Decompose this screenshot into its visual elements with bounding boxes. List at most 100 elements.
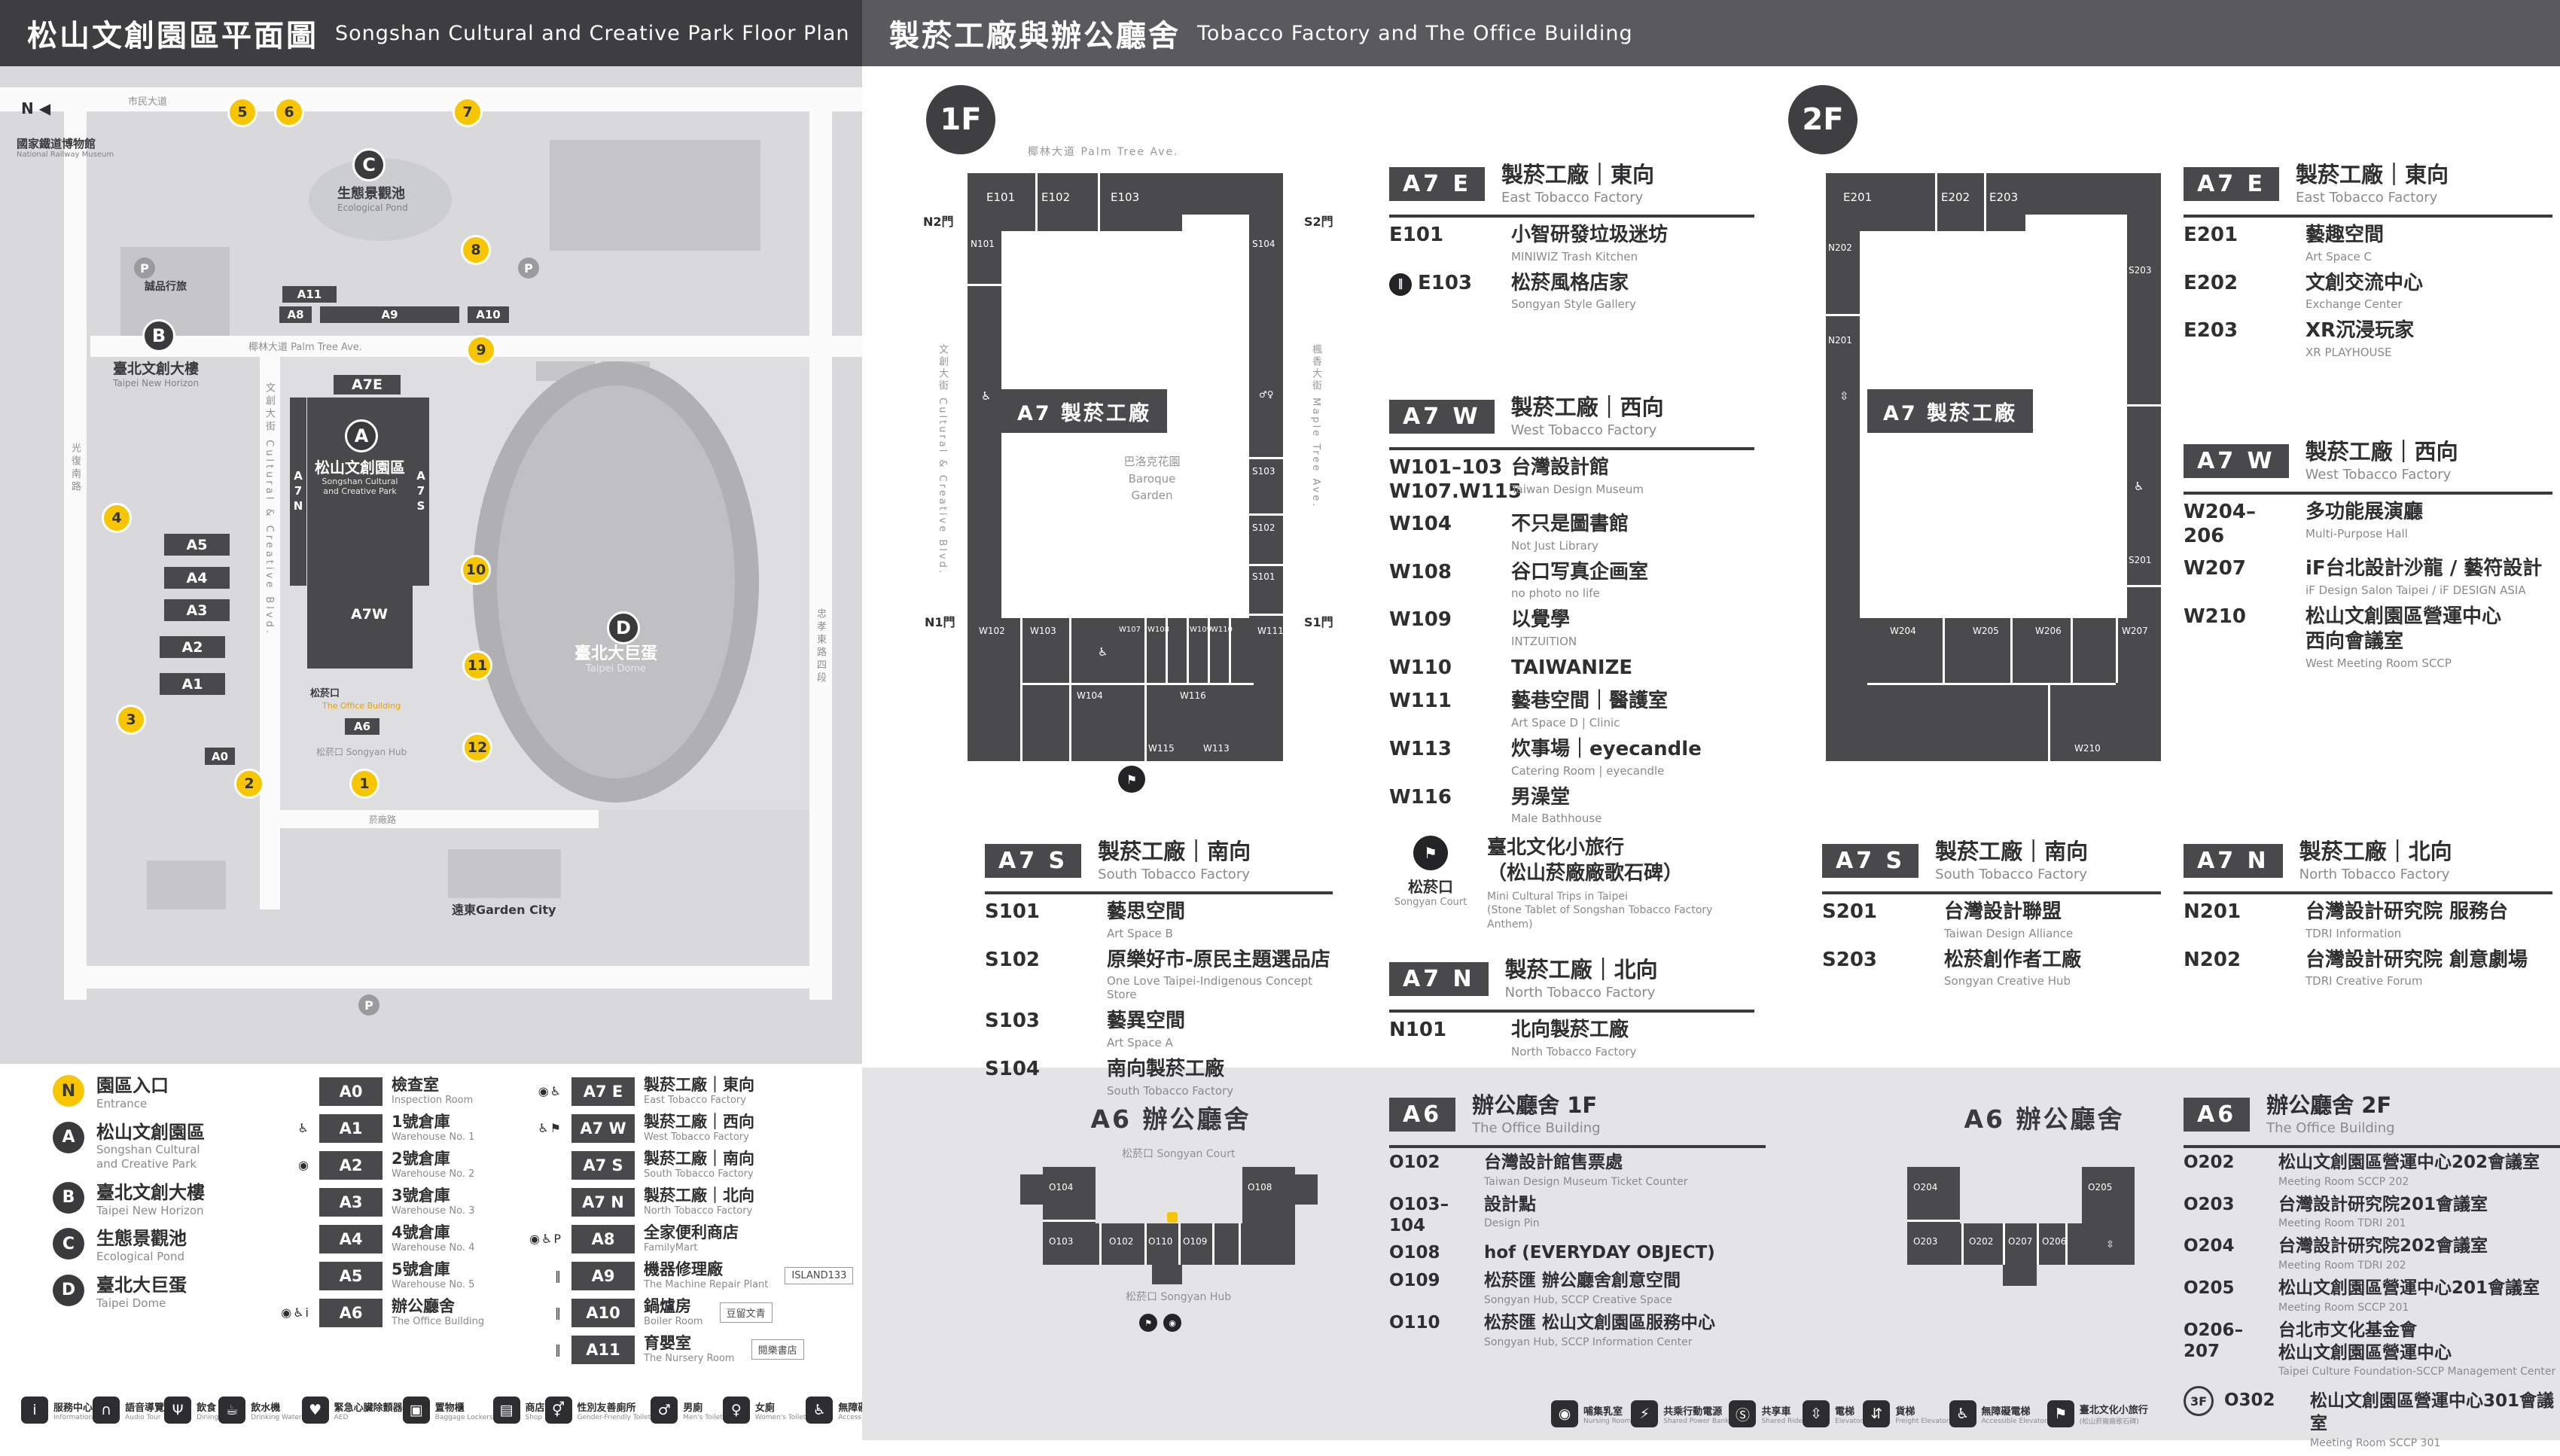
building-en: The Machine Repair Plant <box>644 1278 769 1290</box>
room-name-en: Taipei Culture Foundation-SCCP Managemen… <box>2278 1366 2556 1378</box>
building-code-chip: A6 <box>319 1298 382 1327</box>
room-name-zh: 松山文創園區營運中心201會議室 <box>2278 1278 2540 1298</box>
building-code-chip: A2 <box>319 1150 382 1180</box>
wall-line <box>2116 618 2118 683</box>
building-zh: 鍋爐房 <box>644 1296 691 1315</box>
building-a10: A10 <box>468 306 509 323</box>
wall-line <box>1098 173 1100 231</box>
room-code: W109 <box>1389 608 1452 632</box>
building-zh: 3號倉庫 <box>392 1186 450 1205</box>
wall-line <box>1867 683 2116 685</box>
building-code-chip: A7 S <box>571 1150 635 1180</box>
a6-floorplan-1f: A6 辦公廳舍 松菸口 Songyan Court O104 O103 O102… <box>975 1092 1367 1393</box>
building-en: Warehouse No. 3 <box>392 1205 475 1217</box>
baroque-garden-label: 巴洛克花園 Baroque Garden <box>1123 455 1181 502</box>
building-en: Warehouse No. 5 <box>392 1278 475 1290</box>
street-yanchang-rd <box>260 810 599 828</box>
room-code: S101 <box>985 900 1040 923</box>
room-name-en: Taiwan Design Museum <box>1511 482 1644 496</box>
building-zh: 5號倉庫 <box>392 1260 450 1278</box>
room-code: S102 <box>985 948 1040 971</box>
building-a7e: A7E <box>334 375 401 394</box>
building-zh: 4號倉庫 <box>392 1223 450 1241</box>
wall-line <box>2010 618 2013 683</box>
room-w205: W205 <box>1973 626 1999 636</box>
room-code: O202 <box>2184 1152 2235 1172</box>
wall-line <box>1961 1223 1964 1265</box>
room-s104: S104 <box>1252 239 1275 249</box>
wall-line <box>968 284 1001 286</box>
songyan-hub-label: 松菸口 Songyan Hub <box>1126 1291 1232 1303</box>
room-name-zh: 設計點 <box>1484 1194 1536 1214</box>
guangfu-rd-label: 光復南路 <box>69 443 81 494</box>
room-name-en: Meeting Room SCCP 202 <box>2278 1175 2409 1188</box>
park-map: A11 A8 A9 A10 A7E A7N A7S A7W A5 A4 A3 A… <box>0 66 862 1064</box>
section-title: 製菸工廠｜北向 <box>1504 957 1658 982</box>
wall-line <box>2003 1223 2005 1265</box>
room-name-zh: 藝異空間 <box>1107 1010 1186 1033</box>
section-title: 製菸工廠｜東向 <box>1501 162 1655 187</box>
room-name-zh: 藝巷空間｜醫護室 <box>1511 690 1669 713</box>
room-name-zh: 松山文創園區營運中心301會議室 <box>2310 1391 2555 1434</box>
area-pin-badge: A <box>53 1121 84 1153</box>
room-name-zh: 藝趣空間 <box>2306 223 2385 246</box>
taipei-dome-roof <box>497 385 735 778</box>
room-s201: S201 <box>2129 555 2152 565</box>
room-name-en: TDRI Information <box>2306 926 2402 940</box>
facility-icon: ⚡ <box>1631 1400 1659 1427</box>
walkway-icon: ◉ <box>1163 1314 1181 1332</box>
section-title: 製菸工廠｜東向 <box>2296 162 2449 187</box>
room-e101: E101 <box>986 190 1016 204</box>
door-s1: S1門 <box>1304 615 1333 629</box>
section-title: 製菸工廠｜南向 <box>1935 839 2089 864</box>
entrance-badge: N <box>53 1075 84 1107</box>
information-mini-icon <box>1167 1212 1178 1223</box>
plan-tab <box>1020 1174 1043 1205</box>
pin-b: B <box>142 319 175 352</box>
section-subtitle: South Tobacco Factory <box>1098 866 1250 882</box>
section-subtitle: The Office Building <box>1472 1119 1601 1136</box>
building-a6: A6 <box>345 718 379 735</box>
facility-icon: ♥ <box>301 1397 329 1424</box>
entrance-7: 7 <box>453 97 483 127</box>
room-w210: W210 <box>2074 743 2101 754</box>
room-code: O204 <box>2184 1236 2235 1256</box>
building-en: Warehouse No. 2 <box>392 1168 475 1180</box>
street-label-maple-ave: 楓香大街 Maple Tree Ave. <box>1310 344 1321 509</box>
wall-line <box>1208 618 1210 683</box>
taipei-new-horizon-label: 臺北文創大樓 Taipei New Horizon <box>113 361 200 388</box>
area-en: Ecological Pond <box>96 1250 185 1264</box>
building-a7w: A7W <box>337 605 402 624</box>
context-block-garden-city <box>448 849 561 898</box>
room-code: W207 <box>2184 556 2246 580</box>
building-zh: 機器修理廠 <box>644 1260 723 1278</box>
park-name-label: 松山文創園區 Songshan Cultural and Creative Pa… <box>315 458 405 497</box>
accessible-icon: ♿ <box>2134 480 2144 493</box>
room-w102: W102 <box>979 626 1005 636</box>
wall-line <box>2071 618 2073 683</box>
facility-icon: ⇳ <box>1803 1400 1830 1427</box>
building-a0: A0 <box>205 748 235 765</box>
context-block-sw <box>147 861 226 909</box>
room-name-en: Exchange Center <box>2306 297 2403 312</box>
facility-icon: ⚑ <box>2046 1400 2074 1427</box>
room-name-en: Art Space C <box>2306 249 2373 263</box>
accessible-icon: ♿ <box>981 389 992 403</box>
right-panel-header: 製菸工廠與辦公廳舍 Tobacco Factory and The Office… <box>862 0 2560 66</box>
